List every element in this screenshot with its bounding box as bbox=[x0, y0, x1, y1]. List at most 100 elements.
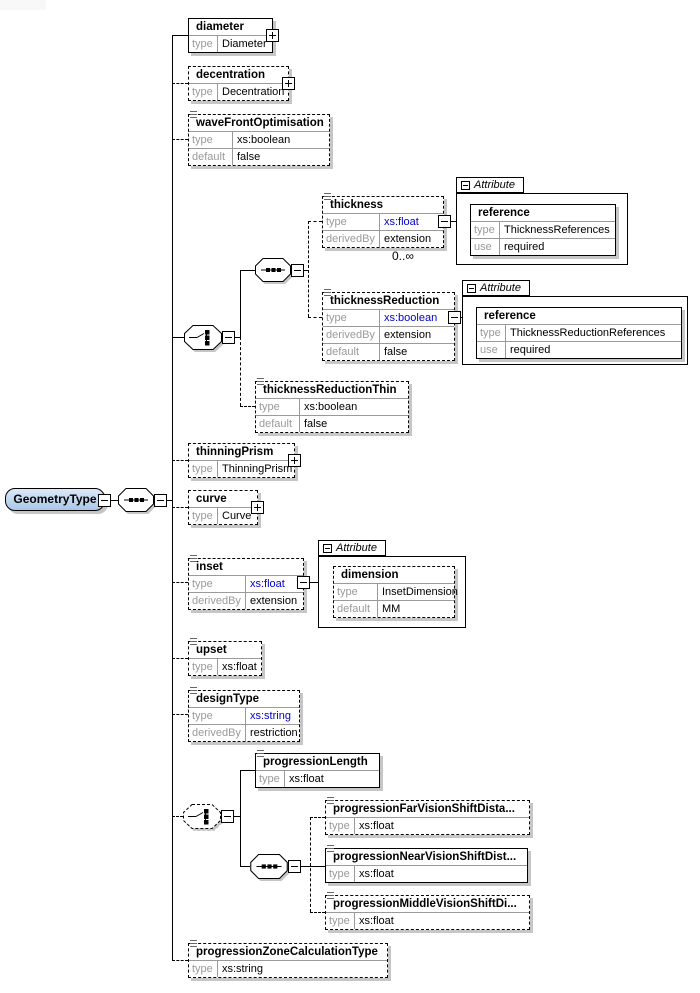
collapse-icon[interactable] bbox=[448, 311, 461, 324]
expand-icon[interactable] bbox=[266, 29, 279, 42]
connector bbox=[310, 582, 318, 583]
connector bbox=[240, 270, 255, 271]
connector bbox=[240, 770, 255, 771]
collapse-icon[interactable] bbox=[222, 331, 235, 344]
property-row: default MM bbox=[334, 600, 454, 617]
collapse-icon[interactable] bbox=[461, 180, 470, 190]
annotation-icon bbox=[327, 845, 334, 853]
type-link: xs:float bbox=[250, 578, 285, 590]
property-row: type xs:float bbox=[323, 213, 443, 230]
connector bbox=[172, 35, 173, 960]
property-row: type Decentration bbox=[189, 83, 288, 100]
sequence-icon[interactable] bbox=[255, 258, 291, 282]
property-row: type xs:float bbox=[326, 912, 529, 929]
scroll-artifact bbox=[0, 0, 46, 10]
annotation-icon bbox=[190, 687, 197, 695]
attribute-box-reference[interactable]: reference type ThicknessReductionReferen… bbox=[476, 307, 682, 359]
connector bbox=[235, 337, 240, 338]
attribute-tab-label: Attribute bbox=[336, 542, 377, 554]
element-box-thickness[interactable]: thickness type xs:float derivedBy extens… bbox=[322, 193, 444, 248]
attribute-tab[interactable]: Attribute bbox=[318, 540, 386, 556]
annotation-icon bbox=[324, 289, 331, 297]
element-title: upset bbox=[196, 644, 227, 656]
element-title: thicknessReductionThin bbox=[263, 384, 397, 396]
type-link: xs:float bbox=[384, 216, 419, 228]
collapse-icon[interactable] bbox=[154, 494, 167, 507]
element-box-designtype[interactable]: designType type xs:string derivedBy rest… bbox=[188, 687, 300, 742]
collapse-icon[interactable] bbox=[291, 264, 304, 277]
property-row: derivedBy extension bbox=[189, 592, 303, 609]
connector bbox=[240, 406, 255, 407]
connector bbox=[172, 816, 183, 817]
element-box-progressionmiddlevisionshiftdistance[interactable]: progressionMiddleVisionShiftDi... type x… bbox=[325, 892, 530, 930]
property-row: type xs:float bbox=[189, 575, 303, 592]
connector bbox=[451, 221, 456, 222]
multiplicity-label: 0..∞ bbox=[392, 249, 414, 263]
element-box-decentration[interactable]: decentration type Decentration bbox=[188, 66, 289, 101]
property-row: derivedBy restriction bbox=[189, 724, 299, 741]
attribute-box-dimension[interactable]: dimension type InsetDimension default MM bbox=[333, 566, 458, 618]
element-box-upset[interactable]: upset type xs:float bbox=[188, 638, 262, 676]
property-row: type xs:string bbox=[189, 707, 299, 724]
element-title: thicknessReduction bbox=[330, 295, 440, 307]
connector bbox=[111, 500, 118, 501]
attribute-title: dimension bbox=[341, 569, 399, 581]
collapse-icon[interactable] bbox=[323, 543, 332, 553]
property-row: derivedBy extension bbox=[323, 326, 454, 343]
collapse-icon[interactable] bbox=[467, 283, 476, 293]
element-title: progressionLength bbox=[263, 756, 368, 768]
collapse-icon[interactable] bbox=[288, 860, 301, 873]
element-box-inset[interactable]: inset type xs:float derivedBy extension bbox=[188, 555, 304, 610]
sequence-icon[interactable] bbox=[250, 854, 288, 879]
element-box-wavefrontoptimisation[interactable]: waveFrontOptimisation type xs:boolean de… bbox=[188, 111, 330, 166]
annotation-icon bbox=[327, 797, 334, 805]
type-link: xs:string bbox=[250, 710, 291, 722]
collapse-icon[interactable] bbox=[221, 810, 234, 823]
property-row: type xs:boolean bbox=[256, 398, 408, 415]
attribute-title: reference bbox=[478, 207, 530, 219]
property-row: type xs:float bbox=[189, 658, 261, 675]
element-box-thicknessreduction[interactable]: thicknessReduction type xs:boolean deriv… bbox=[322, 289, 455, 361]
connector bbox=[308, 221, 322, 222]
element-box-progressionnearvisionshiftdistance[interactable]: progressionNearVisionShiftDist... type x… bbox=[325, 845, 528, 883]
annotation-icon bbox=[190, 555, 197, 563]
attribute-title: reference bbox=[484, 310, 536, 322]
annotation-icon bbox=[327, 892, 334, 900]
connector bbox=[310, 817, 311, 912]
choice-icon[interactable] bbox=[184, 325, 222, 350]
element-box-progressionfarvisionshiftdistance[interactable]: progressionFarVisionShiftDista... type x… bbox=[325, 797, 530, 835]
expand-icon[interactable] bbox=[282, 77, 295, 90]
property-row: default false bbox=[189, 148, 329, 165]
element-title: diameter bbox=[196, 21, 244, 33]
connector bbox=[301, 866, 325, 867]
connector bbox=[240, 770, 241, 866]
connector bbox=[172, 714, 188, 715]
element-box-curve[interactable]: curve type Curve bbox=[188, 490, 258, 525]
collapse-icon[interactable] bbox=[297, 576, 310, 589]
element-box-thinningprism[interactable]: thinningPrism type ThinningPrism bbox=[188, 443, 295, 478]
element-box-diameter[interactable]: diameter type Diameter bbox=[188, 18, 273, 53]
annotation-icon bbox=[257, 378, 264, 386]
choice-icon[interactable] bbox=[183, 804, 221, 829]
element-box-progressionzonecalculationtype[interactable]: progressionZoneCalculationType type xs:s… bbox=[188, 940, 388, 978]
expand-icon[interactable] bbox=[251, 501, 264, 514]
collapse-icon[interactable] bbox=[438, 215, 451, 228]
attribute-tab-label: Attribute bbox=[480, 282, 521, 294]
connector bbox=[304, 270, 308, 271]
collapse-icon[interactable] bbox=[98, 494, 111, 507]
element-box-thicknessreductionthin[interactable]: thicknessReductionThin type xs:boolean d… bbox=[255, 378, 409, 433]
element-title: thickness bbox=[330, 199, 384, 211]
element-title: decentration bbox=[196, 69, 266, 81]
attribute-tab[interactable]: Attribute bbox=[456, 177, 524, 193]
sequence-icon[interactable] bbox=[118, 488, 154, 512]
property-row: use required bbox=[471, 238, 615, 255]
root-element-geometrytype[interactable]: GeometryType bbox=[5, 488, 105, 511]
attribute-tab[interactable]: Attribute bbox=[462, 280, 530, 296]
expand-icon[interactable] bbox=[288, 454, 301, 467]
annotation-icon bbox=[257, 750, 264, 758]
element-box-progressionlength[interactable]: progressionLength type xs:float bbox=[255, 750, 380, 788]
attribute-box-reference[interactable]: reference type ThicknessReferences use r… bbox=[470, 204, 616, 256]
type-link: xs:boolean bbox=[384, 312, 438, 324]
element-title: inset bbox=[196, 561, 223, 573]
